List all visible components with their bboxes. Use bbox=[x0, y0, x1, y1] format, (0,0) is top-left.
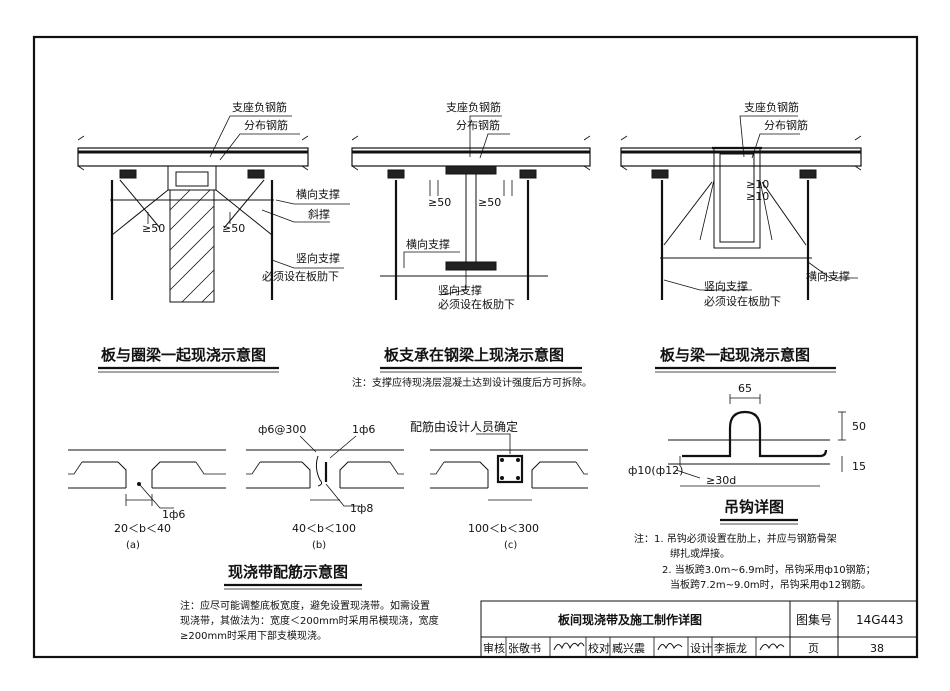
diagram-slab-with-beam: 支座负钢筋 分布钢筋 横向支撑 竖向支撑 必须设在板肋下 ≥10 ≥10 板与梁… bbox=[620, 100, 862, 373]
hook-title: 吊钩详图 bbox=[724, 498, 784, 516]
designer-name: 李振龙 bbox=[714, 641, 747, 655]
label-negative-rebar: 支座负钢筋 bbox=[232, 100, 287, 114]
strip-b-range: 40＜b＜100 bbox=[292, 522, 356, 535]
sheet-frame bbox=[32, 35, 919, 659]
drawing-title: 板间现浇带及施工制作详图 bbox=[558, 612, 702, 627]
strip-b-rebar-left: ф6@300 bbox=[258, 423, 306, 436]
label-under-rib-2: 必须设在板肋下 bbox=[438, 297, 515, 311]
hook-dim-side: 15 bbox=[852, 460, 866, 473]
dim-left: ≥50 bbox=[142, 222, 165, 235]
label-horizontal-brace-2: 横向支撑 bbox=[406, 237, 450, 251]
diagram-slab-with-ring-beam: 支座负钢筋 分布钢筋 横向支撑 斜撑 竖向支撑 必须设在板肋下 ≥50 ≥50 … bbox=[77, 100, 350, 373]
strip-c-range: 100＜b＜300 bbox=[468, 522, 539, 535]
strip-detail-b: ф6@300 1ф6 1ф8 40＜b＜100 (b) bbox=[246, 423, 404, 551]
masonry-wall bbox=[169, 189, 215, 303]
label-distribution-rebar-3: 分布钢筋 bbox=[764, 118, 808, 132]
reviewer-signature bbox=[553, 642, 585, 651]
strip-title: 现浇带配筋示意图 bbox=[228, 563, 348, 581]
strip-c-note: 配筋由设计人员确定 bbox=[410, 419, 518, 434]
label-under-rib-3: 必须设在板肋下 bbox=[704, 294, 781, 308]
hook-dim-height: 50 bbox=[852, 420, 866, 433]
strip-a-tag: (a) bbox=[126, 540, 140, 551]
steel-beam-bottom-flange bbox=[445, 261, 497, 271]
strip-note-line3: ≥200mm时采用下部支模现浇。 bbox=[180, 629, 327, 642]
hook-note-line2: 绑扎或焊接。 bbox=[670, 547, 730, 560]
hook-anchor: ≥30d bbox=[706, 474, 736, 487]
hook-bar: ф10(ф12) bbox=[628, 464, 683, 477]
diagram2-title: 板支承在钢梁上现浇示意图 bbox=[384, 346, 564, 364]
atlas-number: 14G443 bbox=[856, 613, 903, 627]
strip-a-rebar: 1ф6 bbox=[162, 508, 185, 521]
title-block: 板间现浇带及施工制作详图 图集号 14G443 审核 张敬书 校对 臧兴震 设计… bbox=[480, 600, 918, 658]
diagram-slab-on-steel-beam: 支座负钢筋 分布钢筋 横向支撑 竖向支撑 必须设在板肋下 ≥50 ≥50 板支承… bbox=[351, 100, 592, 389]
page-number: 38 bbox=[870, 642, 884, 655]
label-vertical-support: 竖向支撑 bbox=[296, 251, 340, 265]
diagram1-title: 板与圈梁一起现浇示意图 bbox=[101, 346, 266, 364]
page-label: 页 bbox=[808, 642, 819, 655]
strip-detail-c: 配筋由设计人员确定 100＜b＜300 (c) bbox=[410, 419, 588, 551]
atlas-label: 图集号 bbox=[796, 612, 832, 627]
strip-note-line1: 注：应尽可能调整底板宽度，避免设置现浇带。如需设置 bbox=[180, 599, 430, 612]
diagram3-title: 板与梁一起现浇示意图 bbox=[660, 346, 810, 364]
strip-note-line2: 现浇带，其做法为：宽度＜200mm时采用吊模现浇，宽度 bbox=[180, 614, 439, 627]
steel-beam-top-flange bbox=[445, 165, 497, 175]
dim-b-3: ≥10 bbox=[746, 190, 769, 203]
label-distribution-rebar: 分布钢筋 bbox=[244, 118, 288, 132]
hook-note-line3: 2. 当板跨3.0m~6.9m时，吊钩采用ф10钢筋； bbox=[662, 563, 876, 576]
checker-signature bbox=[657, 643, 683, 651]
review-label: 审核 bbox=[483, 641, 505, 655]
dim-right-2: ≥50 bbox=[478, 196, 501, 209]
strip-b-rebar-bottom: 1ф8 bbox=[350, 502, 373, 515]
dim-a-3: ≥10 bbox=[746, 178, 769, 191]
dim-right: ≥50 bbox=[222, 222, 245, 235]
strip-b-rebar-right: 1ф6 bbox=[352, 423, 375, 436]
dim-left-2: ≥50 bbox=[428, 196, 451, 209]
label-distribution-rebar-2: 分布钢筋 bbox=[456, 118, 500, 132]
label-under-rib: 必须设在板肋下 bbox=[262, 269, 339, 283]
hook-dim-top: 65 bbox=[738, 382, 752, 395]
lifting-hook-detail: 65 50 15 ф10(ф12) ≥30d 吊钩详图 注：1. 吊钩必须设置在… bbox=[628, 382, 876, 591]
cast-strip-details: 1ф6 20＜b＜40 (a) ф6@300 1ф6 1ф8 40＜b＜100 … bbox=[68, 419, 588, 642]
label-vertical-support-2: 竖向支撑 bbox=[438, 283, 482, 297]
label-horizontal-brace-3: 横向支撑 bbox=[806, 269, 850, 283]
design-label: 设计 bbox=[690, 642, 712, 655]
label-negative-rebar-3: 支座负钢筋 bbox=[744, 100, 799, 114]
label-diagonal-brace: 斜撑 bbox=[308, 207, 330, 221]
hook-note-line4: 当板跨7.2m~9.0m时，吊钩采用ф12钢筋。 bbox=[670, 578, 871, 591]
strip-detail-a: 1ф6 20＜b＜40 (a) bbox=[68, 449, 226, 551]
reviewer-name: 张敬书 bbox=[508, 642, 541, 655]
check-label: 校对 bbox=[588, 641, 610, 655]
designer-signature bbox=[759, 643, 785, 651]
label-negative-rebar-2: 支座负钢筋 bbox=[446, 100, 501, 114]
strip-b-tag: (b) bbox=[312, 540, 326, 551]
strip-c-tag: (c) bbox=[504, 540, 517, 551]
label-horizontal-brace: 横向支撑 bbox=[296, 187, 340, 201]
hook-note-line1: 注：1. 吊钩必须设置在肋上，并应与钢筋骨架 bbox=[634, 532, 837, 545]
strip-a-range: 20＜b＜40 bbox=[114, 522, 171, 535]
label-vertical-support-3: 竖向支撑 bbox=[704, 279, 748, 293]
checker-name: 臧兴震 bbox=[612, 641, 645, 655]
diagram2-note: 注：支撑应待现浇层混凝土达到设计强度后方可拆除。 bbox=[352, 376, 592, 389]
